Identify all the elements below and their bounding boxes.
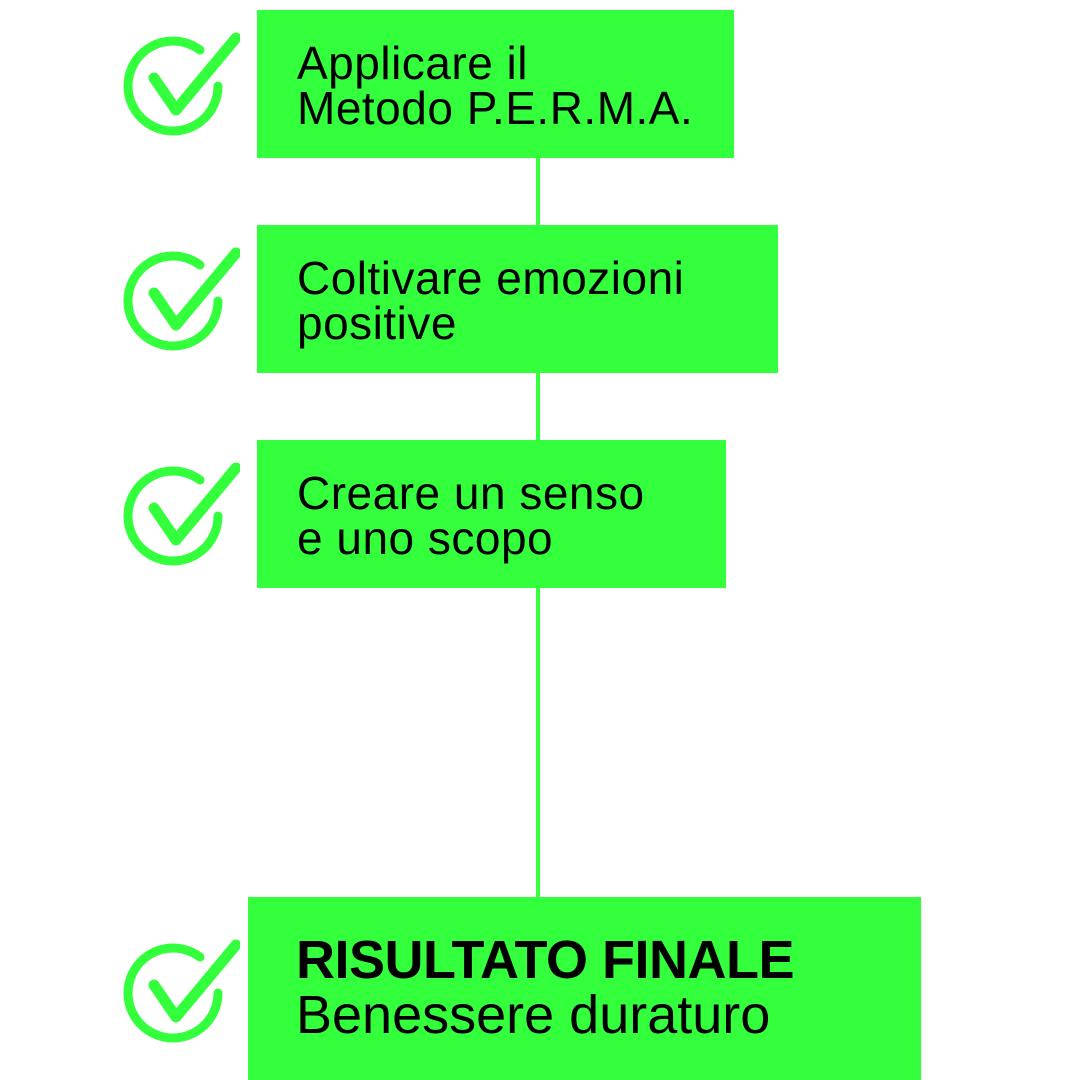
final-result-title: RISULTATO FINALE xyxy=(296,930,794,990)
connector-line-1 xyxy=(536,158,540,226)
step-1-line-2: Metodo P.E.R.M.A. xyxy=(297,82,694,134)
check-circle-icon xyxy=(123,939,240,1043)
step-3-line-2: e uno scopo xyxy=(297,512,554,564)
final-result-subtitle: Benessere duraturo xyxy=(296,985,771,1045)
connector-line-3 xyxy=(536,588,540,900)
step-text-2: Coltivare emozioni positive xyxy=(297,225,778,346)
step-box-1: Applicare il Metodo P.E.R.M.A. xyxy=(257,10,734,158)
step-box-3: Creare un senso e uno scopo xyxy=(257,440,726,588)
check-circle-icon xyxy=(123,247,240,351)
step-2-line-1: Coltivare emozioni xyxy=(297,252,685,304)
step-box-2: Coltivare emozioni positive xyxy=(257,225,778,373)
step-1-line-1: Applicare il xyxy=(297,37,528,89)
step-2-line-2: positive xyxy=(297,297,457,349)
step-text-1: Applicare il Metodo P.E.R.M.A. xyxy=(297,10,734,131)
check-circle-icon xyxy=(123,32,240,136)
connector-line-2 xyxy=(536,373,540,441)
step-text-3: Creare un senso e uno scopo xyxy=(297,440,726,561)
final-result-box: RISULTATO FINALE Benessere duraturo xyxy=(248,897,921,1080)
check-circle-icon xyxy=(123,462,240,566)
step-3-line-1: Creare un senso xyxy=(297,467,645,519)
